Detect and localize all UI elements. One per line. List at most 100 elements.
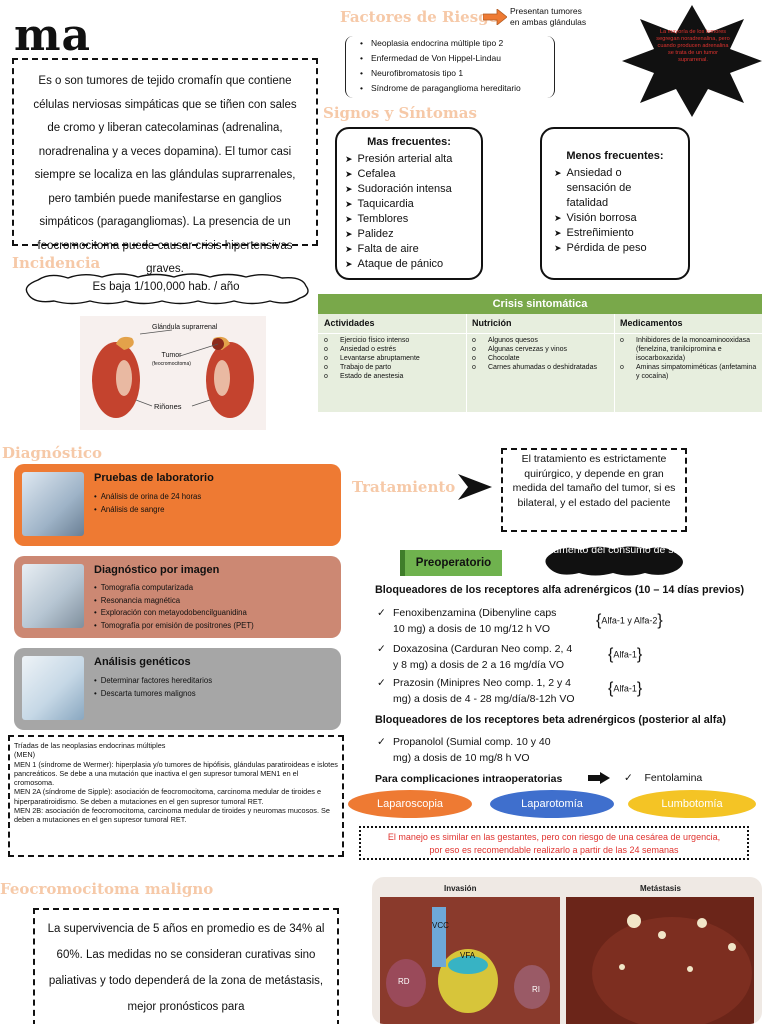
card-list: Determinar factores hereditarios Descart… xyxy=(94,674,212,700)
men-line: Tríadas de las neoplasias endocrinas múl… xyxy=(14,741,166,750)
drug-line2: mg) a dosis de 10 mg/8 h VO xyxy=(393,752,530,764)
list-item-text: Estado de anestesia xyxy=(340,373,404,380)
diagnosis-heading: Diagnóstico xyxy=(2,444,103,462)
tumor-label: Tumor (feocromocitoma) xyxy=(152,352,191,368)
lab-photo xyxy=(22,472,84,536)
beta-blockers-heading: Bloqueadores de los receptores beta adre… xyxy=(375,714,727,726)
risk-note-line1: Presentan tumores xyxy=(510,6,582,16)
check-icon: ✓ xyxy=(377,643,386,655)
list-item: Carnes ahumadas o deshidratadas xyxy=(472,363,610,372)
men-line: MEN 2B: asociación de feocromocitoma, ca… xyxy=(14,806,330,825)
crisis-col-medications: Medicamentos xyxy=(620,318,683,328)
list-item: Chocolate xyxy=(472,354,610,363)
check-icon: ✓ xyxy=(377,677,386,689)
risk-note-line2: en ambas glándulas xyxy=(510,17,587,27)
drug-line: mg) a dosis de 4 - 28 mg/día/8-12h VO xyxy=(393,691,575,707)
list-item: Enfermedad de Von Hippel-Lindau xyxy=(360,51,554,66)
surgery-lumbotomy: Lumbotomía xyxy=(628,790,756,818)
drug-line1: Propanolol (Sumial comp. 10 y 40 xyxy=(393,736,551,748)
card-title: Diagnóstico por imagen xyxy=(94,564,220,576)
list-item-text: Inhibidores de la monoaminooxidasa (fene… xyxy=(636,337,751,362)
drug-line: 10 mg) a dosis de 10 mg/12 h VO xyxy=(393,621,556,637)
star-burst-icon xyxy=(622,5,762,117)
receptor-tag: {Alfa-1 y Alfa-2} xyxy=(596,612,663,629)
list-item-text: Levantarse abruptamente xyxy=(340,355,420,362)
kidney-illustration: Glándula suprarrenal Tumor (feocromocito… xyxy=(80,316,266,430)
drug-item: ✓ Propanolol (Sumial comp. 10 y 40 mg) a… xyxy=(377,734,551,766)
list-item-text: Ejercicio físico intenso xyxy=(340,337,410,344)
card-title: Análisis genéticos xyxy=(94,656,191,668)
chevron-right-icon xyxy=(458,474,492,500)
receptor-tag: {Alfa-1} xyxy=(608,680,643,697)
list-item-text: Carnes ahumadas o deshidratadas xyxy=(488,364,597,371)
drug-line: Prazosin (Minipres Neo comp. 1, 2 y 4 xyxy=(393,675,575,691)
list-item: Sudoración intensa xyxy=(345,182,473,197)
list-item-text: Algunas cervezas y vinos xyxy=(488,346,567,353)
kidneys-label: Riñones xyxy=(154,402,182,411)
list-item: Tomografía computarizada xyxy=(94,582,254,595)
arrow-right-icon xyxy=(588,772,610,784)
list-item: Neurofibromatosis tipo 1 xyxy=(360,66,554,81)
divider xyxy=(614,314,615,412)
list-item-text: Algunos quesos xyxy=(488,337,538,344)
pregnancy-line2: por eso es recomendable realizarlo a par… xyxy=(429,845,679,855)
drug-line: Fenoxibenzamina (Dibenyline caps xyxy=(393,605,556,621)
risk-factors-list: Neoplasia endocrina múltiple tipo 2 Enfe… xyxy=(345,36,555,98)
men-line: MEN 2A (síndrome de Sipple): asociación … xyxy=(14,787,322,806)
invasion-label: Invasión xyxy=(444,884,477,893)
malignant-box: La supervivencia de 5 años en promedio e… xyxy=(33,908,339,1024)
drug-item: ✓ Fenoxibenzamina (Dibenyline caps 10 mg… xyxy=(377,605,556,637)
photo-mark: VFA xyxy=(460,951,476,960)
crisis-col-activities: Actividades xyxy=(324,318,375,328)
list-item: Trabajo de parto xyxy=(324,363,462,372)
frequent-header: Mas frecuentes: xyxy=(367,136,451,148)
list-item: Taquicardia xyxy=(345,197,473,212)
surgery-photo: Invasión Metástasis VCC VFA RD RI xyxy=(372,877,762,1024)
incidence-value: Es baja 1/100,000 hab. / año xyxy=(92,281,240,293)
receptor-text: Alfa-1 xyxy=(613,649,637,660)
imaging-photo xyxy=(22,564,84,628)
men-line: (MEN) xyxy=(14,750,36,760)
alpha-blockers-heading: Bloqueadores de los receptores alfa adre… xyxy=(375,584,745,596)
gland-label: Glándula suprarrenal xyxy=(152,324,217,332)
photo-mark: VCC xyxy=(432,921,449,930)
drug-line: y 8 mg) a dosis de 2 a 16 mg/día VO xyxy=(393,657,572,673)
check-icon: ✓ xyxy=(377,607,386,619)
list-item: Tomografía por emisión de positrones (PE… xyxy=(94,620,254,633)
list-item: Algunos quesos xyxy=(472,336,610,345)
fentolamine-text: Fentolamina xyxy=(644,772,703,784)
crisis-title: Crisis sintomática xyxy=(318,294,762,314)
receptor-text: Alfa-1 xyxy=(613,683,637,694)
treatment-heading: Tratamiento xyxy=(352,478,456,496)
photo-mark: RD xyxy=(398,977,410,986)
list-item: Algunas cervezas y vinos xyxy=(472,345,610,354)
list-item: Levantarse abruptamente xyxy=(324,354,462,363)
men-box: Tríadas de las neoplasias endocrinas múl… xyxy=(8,735,344,857)
check-icon: ✓ xyxy=(377,736,386,748)
drug-line: Propanolol (Sumial comp. 10 y 40 xyxy=(393,734,551,750)
malignant-heading: Feocromocitoma maligno xyxy=(0,880,214,898)
tumor-label-text: Tumor xyxy=(161,352,182,359)
receptor-tag: {Alfa-1} xyxy=(608,646,643,663)
list-item: Aminas simpatomiméticas (anfetamina y co… xyxy=(620,363,758,381)
card-list: Tomografía computarizada Resonancia magn… xyxy=(94,582,254,632)
cloud-shape xyxy=(545,546,683,576)
drug-line: mg) a dosis de 10 mg/8 h VO xyxy=(393,750,551,766)
metastasis-label: Metástasis xyxy=(640,884,681,893)
list-item: Presión arterial alta xyxy=(345,152,473,167)
crisis-medications-list: Inhibidores de la monoaminooxidasa (fene… xyxy=(620,336,758,381)
list-item-text: Aminas simpatomiméticas (anfetamina y co… xyxy=(636,364,757,380)
list-item: Estreñimiento xyxy=(554,226,680,241)
frequent-symptoms-box: Mas frecuentes: Presión arterial alta Ce… xyxy=(335,127,483,280)
crisis-col-nutrition: Nutrición xyxy=(472,318,512,328)
divider xyxy=(466,314,467,412)
page-title: ma xyxy=(14,10,92,61)
card-list: Análisis de orina de 24 horas Análisis d… xyxy=(94,490,202,516)
list-item-text: Chocolate xyxy=(488,355,520,362)
check-icon: ✓ xyxy=(624,772,645,784)
drug-line: Doxazosina (Carduran Neo comp. 2, 4 xyxy=(393,641,572,657)
arrow-right-icon xyxy=(483,9,507,25)
lab-tests-card: Pruebas de laboratorio Análisis de orina… xyxy=(14,464,341,546)
pregnancy-line1: El manejo es similar en las gestantes, p… xyxy=(387,832,721,842)
preoperative-tag: Preoperatorio xyxy=(400,550,502,576)
